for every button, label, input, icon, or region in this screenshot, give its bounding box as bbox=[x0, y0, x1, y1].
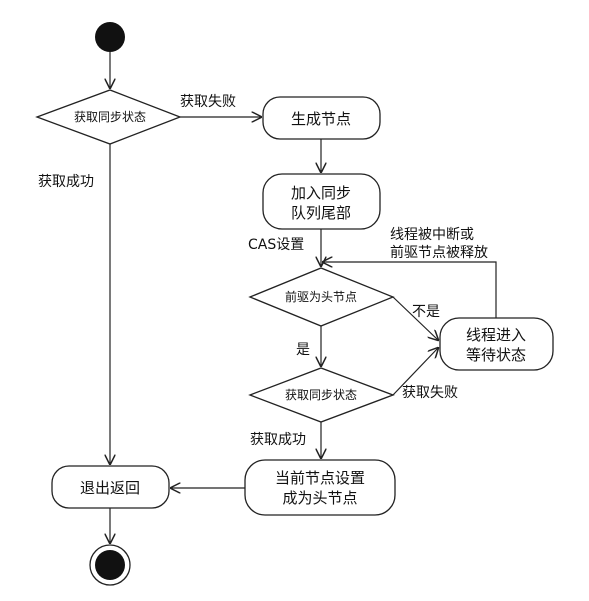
edge-label-interrupt-2: 前驱节点被释放 bbox=[390, 244, 488, 261]
activity-set-head-label-2: 成为头节点 bbox=[282, 489, 357, 507]
edge-label-not-yes: 不是 bbox=[412, 304, 440, 320]
end-node bbox=[89, 544, 131, 586]
activity-wait-state-label-1: 线程进入 bbox=[466, 326, 526, 344]
start-node bbox=[95, 22, 125, 52]
decision-sync-state-1-label: 获取同步状态 bbox=[74, 110, 146, 124]
activity-set-head-label-1: 当前节点设置 bbox=[275, 469, 365, 487]
edge-label-acquire-success-1: 获取成功 bbox=[38, 174, 94, 190]
decision-prev-is-head-label: 前驱为头节点 bbox=[285, 289, 357, 304]
flow-wait-loop-back bbox=[323, 262, 497, 318]
activity-enqueue-tail-label-2: 队列尾部 bbox=[291, 204, 351, 222]
activity-exit-return-label: 退出返回 bbox=[80, 479, 140, 497]
flow-prev-no-to-wait bbox=[392, 296, 438, 340]
edge-label-acquire-fail-1: 获取失败 bbox=[180, 94, 236, 110]
edge-label-acquire-success-2: 获取成功 bbox=[250, 432, 306, 448]
activity-create-node-label: 生成节点 bbox=[291, 110, 351, 128]
edge-label-acquire-fail-2: 获取失败 bbox=[402, 385, 458, 401]
edge-label-cas-set: CAS设置 bbox=[248, 237, 304, 253]
activity-wait-state-label-2: 等待状态 bbox=[466, 346, 526, 364]
decision-sync-state-2-label: 获取同步状态 bbox=[285, 388, 357, 402]
edge-label-interrupt-1: 线程被中断或 bbox=[390, 227, 474, 243]
edge-label-yes: 是 bbox=[296, 342, 310, 358]
activity-enqueue-tail-label-1: 加入同步 bbox=[291, 184, 351, 202]
flow-sync-fail-to-wait bbox=[392, 348, 438, 396]
